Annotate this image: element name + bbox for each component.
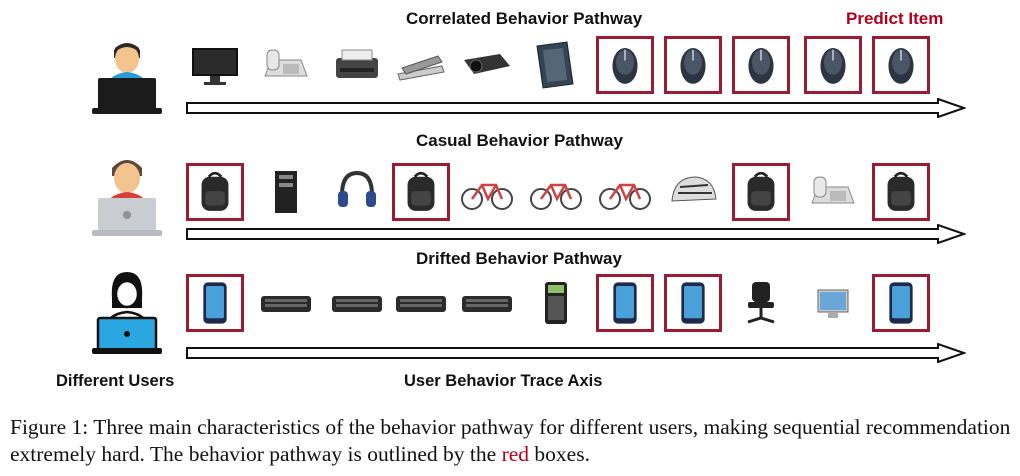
smartphone-icon [186,274,244,332]
behavior-axis-arrow [186,224,966,244]
behavior-axis-arrow [186,98,966,118]
desk-phone-icon [257,36,315,94]
smartphone-icon [872,274,930,332]
calculator-icon [527,274,585,332]
behavior-axis-arrow [186,343,966,363]
smartphone-icon [596,274,654,332]
row1-title: Correlated Behavior Pathway [406,9,643,28]
smartphone-icon [664,274,722,332]
user-blue-shirt-laptop-icon [92,34,162,118]
caption-tail: boxes. [529,442,590,466]
keyboard-icon [458,274,516,332]
stapler-icon [392,36,450,94]
headphones-icon [328,163,386,221]
projector-icon [458,36,516,94]
printer-icon [328,36,386,94]
axis-label: User Behavior Trace Axis [404,372,603,390]
backpack-icon [392,163,450,221]
backpack-icon [732,163,790,221]
backpack-icon [872,163,930,221]
row3-title: Drifted Behavior Pathway [416,249,622,268]
desk-phone-icon [804,163,862,221]
figure-caption: Figure 1: Three main characteristics of … [10,414,1015,468]
predict-item-label: Predict Item [846,9,944,28]
binder-icon [527,36,585,94]
pc-tower-icon [257,163,315,221]
keyboard-icon [257,274,315,332]
mouse-icon [732,36,790,94]
user-female-laptop-icon [92,268,162,356]
mouse-icon [804,36,862,94]
caption-lead: Figure 1: Three main characteristics of … [10,415,1011,466]
bicycle-icon [596,163,654,221]
mouse-icon [872,36,930,94]
office-chair-icon [732,274,790,332]
helmet-icon [664,163,722,221]
keyboard-icon [392,274,450,332]
user-red-shirt-laptop-icon [92,150,162,240]
caption-red-word: red [501,442,530,466]
different-users-label: Different Users [56,372,175,390]
backpack-icon [186,163,244,221]
mouse-icon [596,36,654,94]
keyboard-icon [328,274,386,332]
bicycle-icon [527,163,585,221]
mouse-icon [664,36,722,94]
desktop-computer-icon [804,274,862,332]
row2-title: Casual Behavior Pathway [416,131,623,150]
monitor-icon [186,36,244,94]
bicycle-icon [458,163,516,221]
